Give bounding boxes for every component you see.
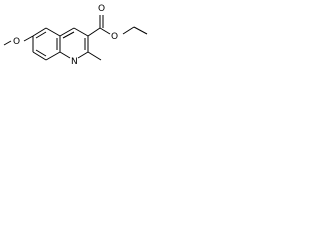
methyl-bond xyxy=(87,51,102,61)
benzo-bond-4 xyxy=(45,51,61,61)
ethyl-bond-1 xyxy=(122,26,135,35)
methoxy-oxygen-label: O xyxy=(13,37,20,47)
benzo-double-bond-a xyxy=(35,31,47,39)
ester-oxygen-label: O xyxy=(111,32,118,42)
pyridine-bond-4 xyxy=(77,51,89,59)
pyridine-bond-2 xyxy=(73,27,89,37)
benzo-bond-5 xyxy=(32,51,47,61)
pyridine-bond-1 xyxy=(59,27,75,37)
quinoline-ester-structure: O O O N xyxy=(3,4,148,67)
pyridine-bond-5 xyxy=(59,51,71,59)
ester-single-bond xyxy=(99,27,111,35)
molecule-canvas: O O O N xyxy=(0,0,173,75)
benzo-double-bond-c xyxy=(35,49,47,57)
carbonyl-oxygen-label: O xyxy=(98,4,105,14)
methoxy-methyl-bond xyxy=(3,40,12,46)
benzo-bond-1 xyxy=(32,27,47,37)
ring-nitrogen-label: N xyxy=(71,57,78,67)
methoxy-ring-bond xyxy=(23,35,34,42)
benzo-bond-2 xyxy=(45,27,61,37)
pyridine-double-bond-a xyxy=(62,31,75,39)
carboxyl-carbon-bond xyxy=(87,27,101,37)
ethyl-bond-2 xyxy=(133,26,148,35)
